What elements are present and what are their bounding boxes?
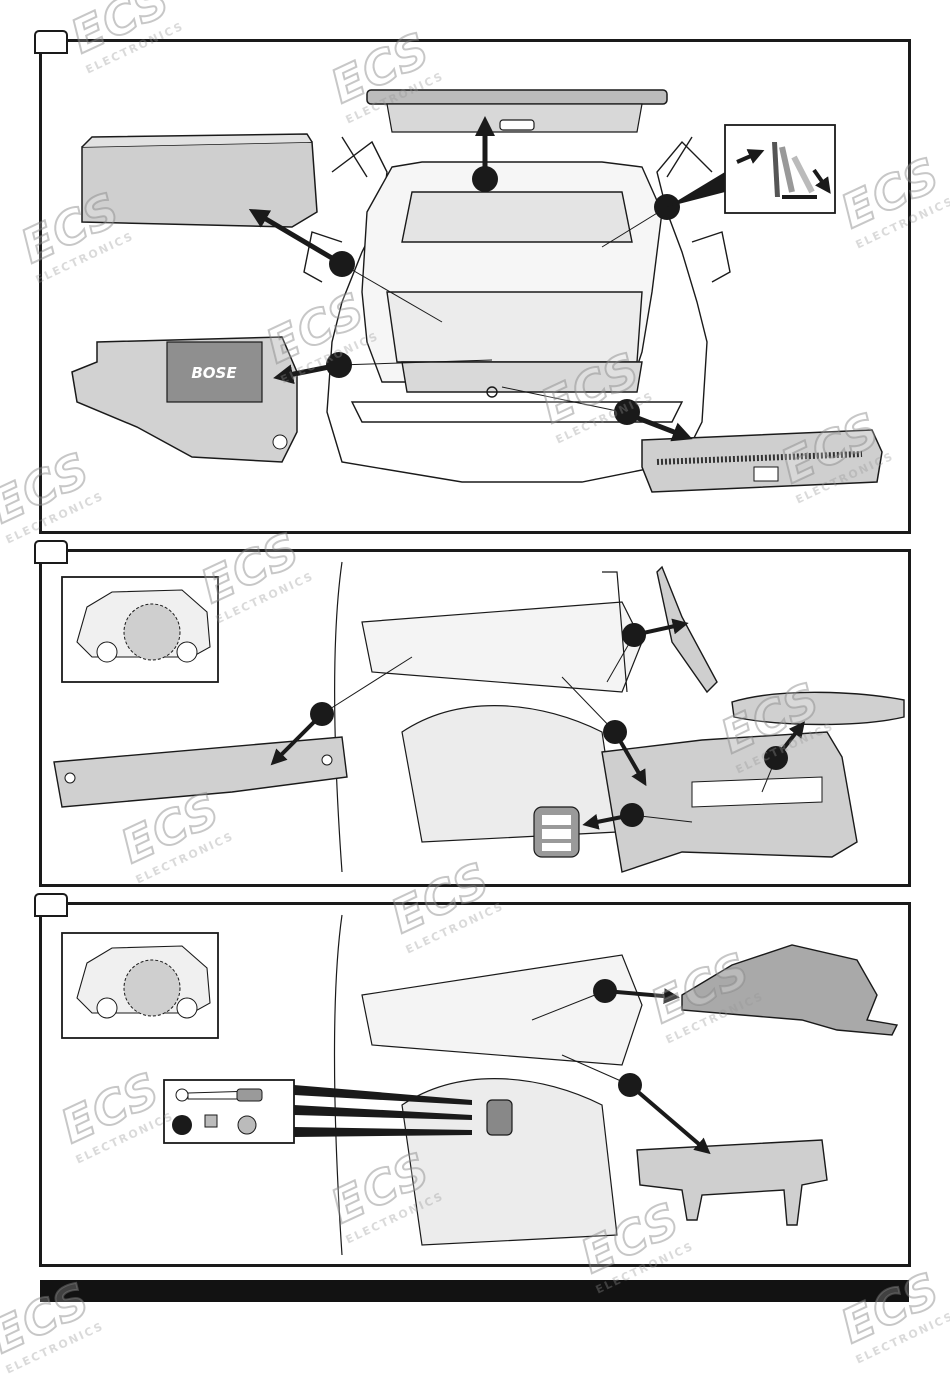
step-tab-1 bbox=[34, 30, 68, 54]
step-panel-2 bbox=[39, 549, 911, 887]
step-tab-3 bbox=[34, 893, 68, 917]
tools-inset bbox=[164, 1080, 294, 1143]
clip-icon bbox=[238, 1116, 256, 1134]
callout-dot bbox=[310, 702, 334, 726]
inset-pointer bbox=[667, 172, 725, 207]
callout-dot bbox=[622, 623, 646, 647]
callout-dot bbox=[620, 803, 644, 827]
callout-dot bbox=[472, 166, 498, 192]
callout-dot bbox=[326, 352, 352, 378]
luggage-cover-icon bbox=[367, 90, 667, 132]
callout-dot bbox=[614, 399, 640, 425]
bracket-icon bbox=[637, 1140, 827, 1225]
car-locator-icon bbox=[62, 933, 218, 1038]
callout-dot bbox=[329, 251, 355, 277]
panel-2-illustration bbox=[42, 552, 908, 884]
storage-lid-icon bbox=[732, 692, 904, 724]
footer-bar bbox=[40, 1280, 909, 1302]
bose-amplifier-icon: BOSE bbox=[72, 337, 297, 462]
socket-icon bbox=[205, 1115, 217, 1127]
bose-label: BOSE bbox=[191, 364, 237, 382]
step-tab-2 bbox=[34, 540, 68, 564]
sill-trim-icon bbox=[642, 430, 882, 492]
callout-dot bbox=[603, 720, 627, 744]
seat-fold-icon bbox=[725, 125, 835, 213]
callout-dot bbox=[593, 979, 617, 1003]
parcel-shelf-icon bbox=[82, 134, 317, 227]
boot-interior-icon bbox=[335, 562, 643, 872]
side-panel-trim-icon bbox=[602, 732, 857, 872]
switch-block-icon bbox=[534, 807, 579, 857]
panel-1-illustration: BOSE bbox=[42, 42, 908, 531]
step-panel-3 bbox=[39, 902, 911, 1267]
callout-dot bbox=[764, 746, 788, 770]
insulation-panel-icon bbox=[682, 945, 897, 1035]
car-locator-icon bbox=[62, 577, 218, 682]
step-panel-1: BOSE bbox=[39, 39, 911, 534]
tool-callout-dot bbox=[172, 1115, 192, 1135]
upper-trim-strip-icon bbox=[54, 737, 347, 807]
panel-3-illustration bbox=[42, 905, 908, 1264]
boot-interior-icon bbox=[335, 915, 643, 1255]
callout-dot bbox=[618, 1073, 642, 1097]
